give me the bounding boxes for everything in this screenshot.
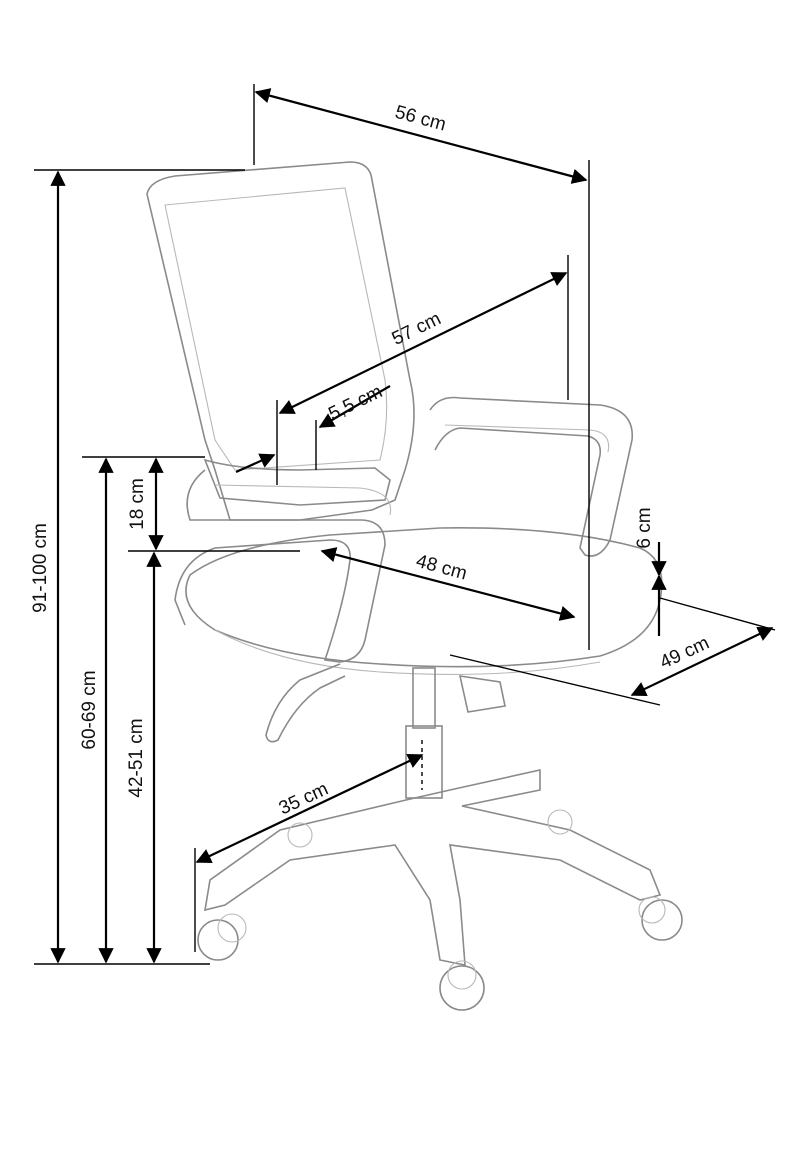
caster-right-hub: [638, 896, 666, 924]
dim-lumbar-arrow-a: [235, 453, 276, 474]
gas-cylinder-sleeve: [405, 725, 443, 799]
dim-seat-depth: [630, 627, 774, 696]
label-lumbar: 5,5 cm: [325, 381, 385, 425]
label-seat-width: 48 cm: [414, 551, 469, 585]
dim-base-radius: [195, 753, 424, 864]
backrest-outline: [146, 161, 415, 521]
right-armrest-inner: [444, 424, 610, 453]
right-armrest: [429, 396, 633, 557]
caster-left-front: [197, 919, 239, 961]
caster-back-left: [287, 822, 313, 848]
ext-depth-front: [449, 654, 661, 706]
label-armrest-height: 60-69 cm: [79, 670, 100, 749]
dim-overall-width: [254, 88, 588, 184]
caster-left-front-hub: [217, 913, 247, 943]
caster-front-hub: [447, 960, 477, 990]
label-seat-depth: 49 cm: [657, 633, 713, 674]
height-lever: [265, 663, 346, 743]
seat-cushion-underside: [214, 629, 601, 675]
caster-front: [439, 965, 485, 1011]
caster-wheels: [197, 809, 683, 1011]
dim-seat-width: [320, 547, 576, 621]
ext-depth-back: [659, 597, 776, 631]
left-armrest-inner: [214, 484, 392, 516]
left-armrest: [174, 469, 386, 663]
label-armrest-above-seat: 18 cm: [127, 478, 148, 530]
label-seat-thickness: 6 cm: [634, 507, 655, 548]
chair-illustration: [146, 161, 683, 1011]
dimension-lines: [34, 84, 776, 965]
label-total-height: 91-100 cm: [30, 523, 51, 613]
seat-cushion: [185, 527, 663, 668]
caster-right: [641, 899, 683, 941]
label-seat-height: 42-51 cm: [126, 718, 147, 797]
backrest-mesh: [164, 187, 388, 471]
label-base-radius: 35 cm: [276, 779, 332, 820]
caster-back-right: [547, 809, 573, 835]
dim-backrest-height: [278, 272, 568, 414]
dim-lumbar-arrow-b: [318, 385, 391, 428]
star-base: [204, 769, 662, 966]
tilt-mechanism: [458, 675, 506, 713]
gas-cylinder: [412, 667, 436, 729]
